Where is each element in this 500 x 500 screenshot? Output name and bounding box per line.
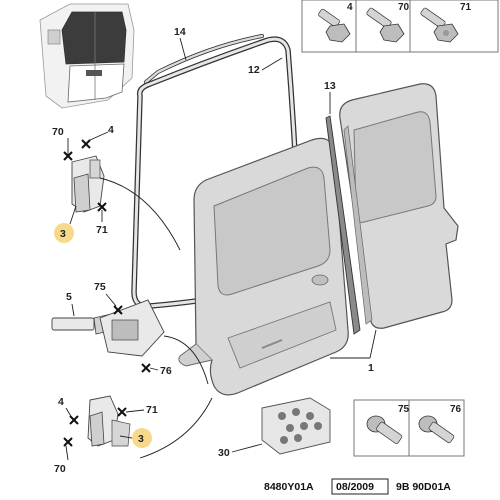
clip-kit-30 [261,397,331,455]
screw-75-icon [366,415,403,444]
callout-upper-4: 4 [108,124,114,136]
callout-upper-3: 3 [60,228,66,240]
screw-70-icon [366,7,405,43]
callout-check-75: 75 [94,281,106,293]
rear-door-left [178,137,349,396]
callout-clips-30: 30 [218,447,230,459]
callout-upper-70: 70 [52,126,64,138]
rear-door-right [339,83,459,329]
screw-76-label: 76 [450,404,462,415]
screw-4-label: 4 [347,2,353,13]
callout-check-5: 5 [66,291,72,303]
callout-lower-70: 70 [54,463,66,475]
screw-70-label: 70 [398,2,410,13]
screw-71-label: 71 [460,2,472,13]
diagram-date: 08/2009 [336,481,374,493]
door-check-group [51,299,209,385]
seal-strip-14 [144,34,264,84]
callout-highlight-lower [132,428,152,448]
vertical-strip-13 [325,115,361,335]
callout-lower-3: 3 [138,433,144,445]
fastener-box-bottom: 75 76 [353,399,465,457]
callout-lower-71: 71 [146,404,158,416]
screw-71-icon [420,7,459,43]
callout-check-76: 76 [160,365,172,377]
callout-highlight [54,223,74,243]
callout-1: 1 [368,362,374,374]
callout-upper-71: 71 [96,224,108,236]
callout-14: 14 [174,26,186,38]
callout-lower-4: 4 [58,396,64,408]
diagram-reference: 9B 90D01A [396,481,451,493]
lower-hinge-group [87,395,213,459]
screw-76-icon [418,415,455,444]
callout-12: 12 [248,64,260,76]
vehicle-rear-illustration [39,3,135,109]
fastener-box-top: 4 70 71 [301,0,499,53]
screw-75-label: 75 [398,404,410,415]
footer: 8480Y01A 08/2009 9B 90D01A [264,478,451,495]
diagram-code: 8480Y01A [264,481,314,493]
upper-hinge-group [71,155,181,251]
callout-13: 13 [324,80,336,92]
screw-4-icon [318,8,351,43]
